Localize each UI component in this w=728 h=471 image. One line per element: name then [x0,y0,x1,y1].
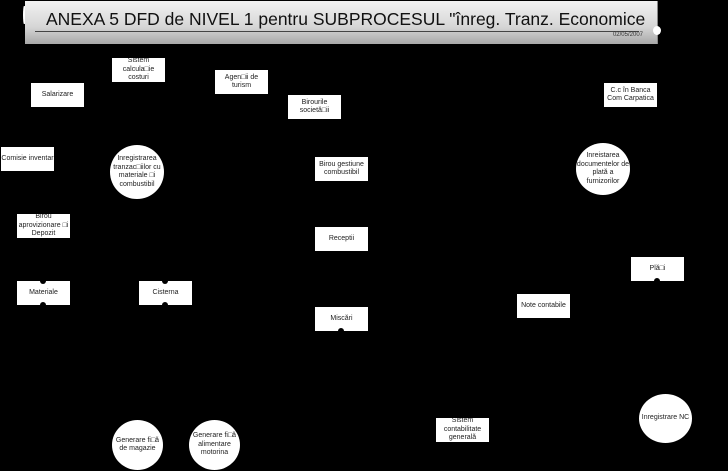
process-label: Inregistrarea tranzac□iilor cu materiale… [113,155,161,188]
connector-notch [40,281,46,284]
process-inregistrare-nc[interactable]: Inregistrare NC [639,394,692,443]
store-note-contabile[interactable]: Note contabile [517,294,570,318]
title-banner: ANEXA 5 DFD de NIVEL 1 pentru SUBPROCESU… [25,1,658,44]
connector-notch [162,281,168,284]
banner-right-connector [653,26,661,35]
store-materiale[interactable]: Materiale [17,281,70,305]
store-label: Plă□i [649,264,666,272]
process-label: Inregistrare NC [641,414,690,422]
entity-birou-gestiune-combustibil[interactable]: Birou gestiune combustibil [315,157,368,181]
connector-notch [162,302,168,305]
connector-notch [40,302,46,305]
process-generare-fisa-motorina[interactable]: Generare fi□ă alimentare motorina [189,420,240,470]
store-receptii[interactable]: Receptii [315,227,368,251]
process-label: Generare fi□ă de magazie [115,436,160,453]
entity-sistem-contabilitate[interactable]: Sistem contabilitate generală [436,418,489,442]
store-label: Materiale [29,288,58,296]
process-inregistrarea-tranzactiilor[interactable]: Inregistrarea tranzac□iilor cu materiale… [110,145,164,199]
entity-label: Sistem calcula□ie costuri [122,58,155,82]
store-label: Note contabile [521,301,566,309]
entity-label: Birou aprovizionare □i Depozit [18,214,69,238]
store-label: Miscări [330,314,353,322]
entity-birou-aprovizionare[interactable]: Birou aprovizionare □i Depozit [17,214,70,238]
entity-birourile-societatii[interactable]: Birourile societă□ii [288,95,341,119]
title-underline [35,31,639,32]
connector-notch [654,278,660,281]
entity-comisie-inventar[interactable]: Comisie inventar [1,147,54,171]
entity-cc-banca[interactable]: C.c în Banca Com Carpatica [604,83,657,107]
process-generare-fisa-magazie[interactable]: Generare fi□ă de magazie [112,420,163,470]
entity-label: Agen□ii de turism [224,73,259,90]
entity-label: C.c în Banca Com Carpatica [607,86,654,103]
store-label: Cisterna [152,288,179,296]
entity-label: Birourile societă□ii [299,98,330,115]
entity-label: Comisie inventar [1,154,54,162]
entity-label: Salarizare [41,90,74,98]
page-title: ANEXA 5 DFD de NIVEL 1 pentru SUBPROCESU… [46,9,646,29]
connector-notch [338,328,344,331]
process-inregistrarea-plati[interactable]: Inreistarea documentelor de plată a furn… [576,143,630,195]
store-label: Receptii [328,234,355,242]
entity-label: Sistem contabilitate generală [443,418,482,442]
entity-sistem-calcul-costuri[interactable]: Sistem calcula□ie costuri [112,58,165,82]
store-plati[interactable]: Plă□i [631,257,684,281]
process-label: Inreistarea documentelor de plată a furn… [576,152,630,185]
date-label: 02/05/2007 [612,32,643,38]
entity-label: Birou gestiune combustibil [319,160,364,177]
entity-salarizare[interactable]: Salarizare [31,83,84,107]
entity-agentii-turism[interactable]: Agen□ii de turism [215,70,268,94]
store-miscari[interactable]: Miscări [315,307,368,331]
process-label: Generare fi□ă alimentare motorina [192,432,237,457]
store-cisterna[interactable]: Cisterna [139,281,192,305]
